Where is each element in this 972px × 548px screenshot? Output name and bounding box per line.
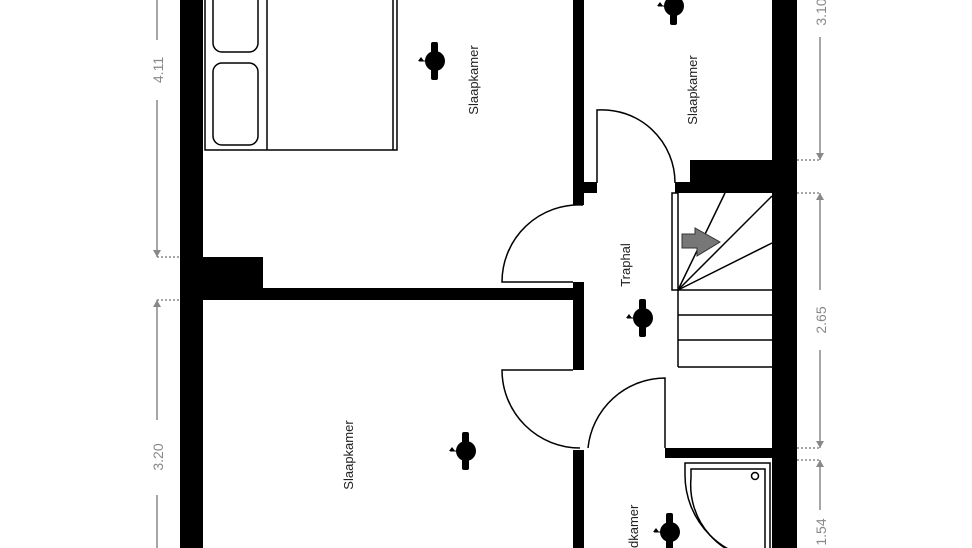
stair-direction-arrow-icon xyxy=(681,227,721,257)
door-bedroom-top-left[interactable] xyxy=(501,204,584,283)
room-label-bathroom: dkamer xyxy=(626,504,641,548)
staircase xyxy=(671,192,773,368)
room-label-bedroom-top-right: Slaapkamer xyxy=(685,55,700,125)
dimension-label-right-bottom: 1.54 xyxy=(813,518,829,545)
door-bedroom-bottom-left[interactable] xyxy=(501,369,581,449)
ceiling-light-icon xyxy=(653,513,680,548)
ceiling-light-icon xyxy=(449,432,476,470)
dimension-label-right-middle: 2.65 xyxy=(813,306,829,333)
dimension-lines xyxy=(153,0,824,548)
walls xyxy=(180,0,797,548)
dimension-label-left-bottom: 3.20 xyxy=(150,443,166,470)
ceiling-light-icon xyxy=(418,42,445,80)
doors xyxy=(501,109,676,449)
ceiling-light-icon xyxy=(657,0,684,25)
door-bathroom[interactable] xyxy=(587,377,666,449)
room-label-bedroom-bottom-left: Slaapkamer xyxy=(341,420,356,490)
shower-tray xyxy=(684,462,771,548)
ceiling-light-icon xyxy=(626,299,653,337)
double-bed xyxy=(204,0,398,151)
door-bedroom-top-right[interactable] xyxy=(596,109,676,184)
dimension-label-right-top: 3.10 xyxy=(813,0,829,26)
room-label-stair-hall: Traphal xyxy=(618,243,633,287)
room-label-bedroom-top-left: Slaapkamer xyxy=(466,45,481,115)
dimension-label-left-top: 4.11 xyxy=(150,57,166,83)
